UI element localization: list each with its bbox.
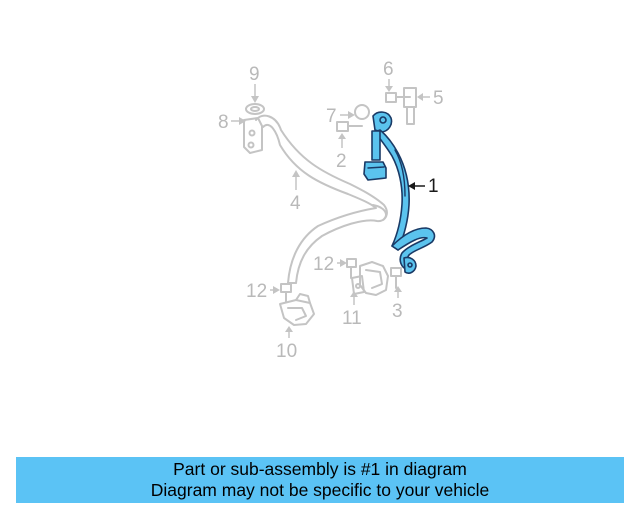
callout-9: 9	[249, 64, 260, 103]
svg-text:5: 5	[433, 88, 444, 109]
callout-6: 6	[383, 59, 394, 92]
svg-text:7: 7	[326, 106, 337, 127]
part-9-clip	[245, 103, 265, 115]
part-6-bolt	[385, 92, 411, 103]
svg-text:8: 8	[218, 112, 229, 133]
callout-5: 5	[417, 88, 444, 109]
callout-1: 1	[408, 176, 439, 197]
callout-4: 4	[290, 170, 301, 214]
banner-line-2: Diagram may not be specific to your vehi…	[150, 480, 490, 500]
callout-8: 8	[218, 112, 246, 133]
part-2-bolt	[336, 121, 363, 132]
part-12-bolt-upper	[346, 258, 357, 279]
callout-10: 10	[276, 326, 297, 362]
part-3-bolt	[390, 267, 402, 289]
part-11-buckle-bracket	[351, 261, 389, 296]
part-10-bracket	[279, 293, 315, 326]
parts-diagram: 9 8 4 6 5	[218, 59, 444, 362]
callout-11: 11	[342, 291, 362, 329]
part-12-bolt-lower	[280, 283, 292, 303]
callout-3: 3	[392, 286, 403, 322]
part-5-anchor	[403, 87, 417, 125]
svg-text:1: 1	[428, 176, 439, 197]
part-7-cap	[354, 104, 370, 120]
info-banner: Part or sub-assembly is #1 in diagram Di…	[16, 457, 624, 503]
part-8-bracket	[243, 117, 263, 154]
svg-text:12: 12	[246, 281, 267, 302]
svg-text:4: 4	[290, 193, 301, 214]
banner-line-1: Part or sub-assembly is #1 in diagram	[173, 459, 467, 479]
svg-text:11: 11	[342, 308, 362, 329]
svg-text:10: 10	[276, 341, 297, 362]
part-1-seat-belt-assembly[interactable]	[363, 111, 436, 274]
callout-2: 2	[336, 133, 347, 172]
svg-text:9: 9	[249, 64, 260, 85]
svg-text:3: 3	[392, 301, 403, 322]
svg-text:12: 12	[313, 254, 334, 275]
callout-12-lower: 12	[246, 281, 280, 302]
svg-text:2: 2	[336, 151, 347, 172]
svg-text:6: 6	[383, 59, 394, 80]
callout-7: 7	[326, 106, 355, 127]
callout-12-upper: 12	[313, 254, 347, 275]
